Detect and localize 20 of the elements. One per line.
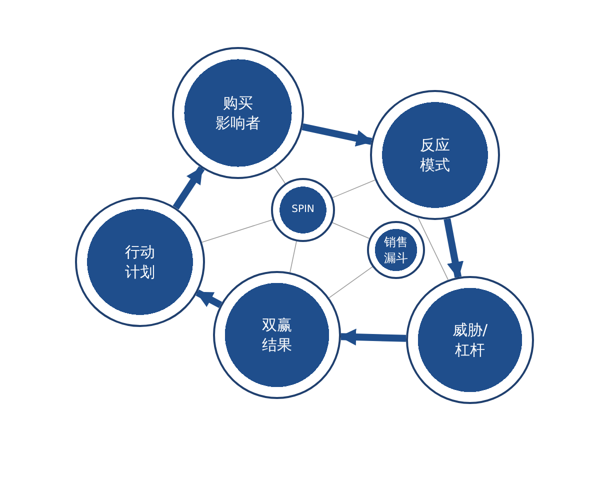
connector-line bbox=[418, 217, 448, 280]
node-label: 双赢结果 bbox=[262, 314, 292, 356]
arrow bbox=[302, 123, 374, 146]
arrow bbox=[172, 166, 205, 210]
arrow bbox=[339, 328, 406, 346]
connector-line bbox=[290, 240, 297, 273]
connector-line bbox=[328, 266, 373, 298]
node-label: 购买影响者 bbox=[216, 92, 260, 134]
connector-line bbox=[332, 222, 370, 239]
arrow bbox=[444, 218, 464, 279]
connector-line bbox=[202, 219, 273, 243]
node-label: 行动计划 bbox=[125, 242, 155, 282]
circle-node bbox=[367, 221, 425, 279]
connector-line bbox=[332, 180, 376, 198]
node-label: 销售漏斗 bbox=[384, 234, 408, 266]
connector-line bbox=[274, 167, 286, 184]
arrow bbox=[196, 289, 222, 308]
node-label: SPIN bbox=[292, 203, 314, 217]
node-label: 反应模式 bbox=[420, 134, 450, 176]
node-label: 威胁/杠杆 bbox=[452, 320, 488, 360]
